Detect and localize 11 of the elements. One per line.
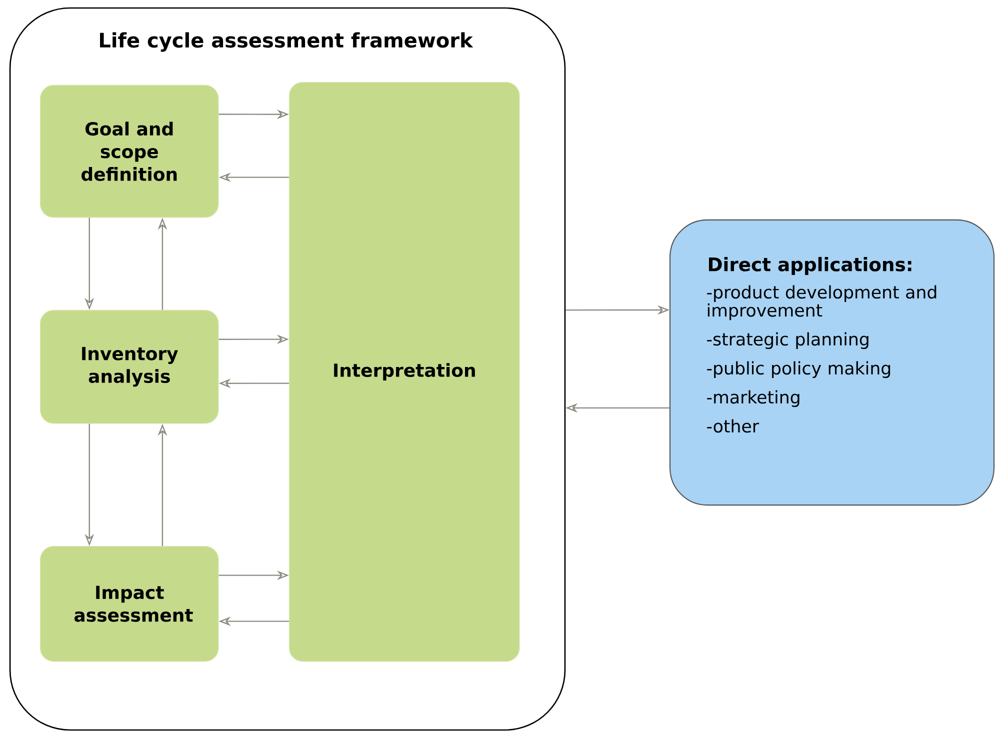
- heading: Direct applications:: [708, 256, 912, 276]
- process-box: Inventory analysis: [40, 310, 219, 424]
- frame-title: Life cycle assessment framework: [100, 32, 474, 52]
- process-box: Impact assessment: [40, 546, 219, 662]
- process-box: Goal and scope definition: [40, 84, 219, 218]
- list-item: -marketing: [707, 390, 800, 408]
- process-box: Interpretation: [288, 82, 520, 662]
- list-item: -other: [707, 419, 760, 433]
- list-item: -public policy making: [707, 361, 890, 378]
- list-item: -product development and improvement: [707, 285, 936, 320]
- list-item: -strategic planning: [707, 332, 868, 350]
